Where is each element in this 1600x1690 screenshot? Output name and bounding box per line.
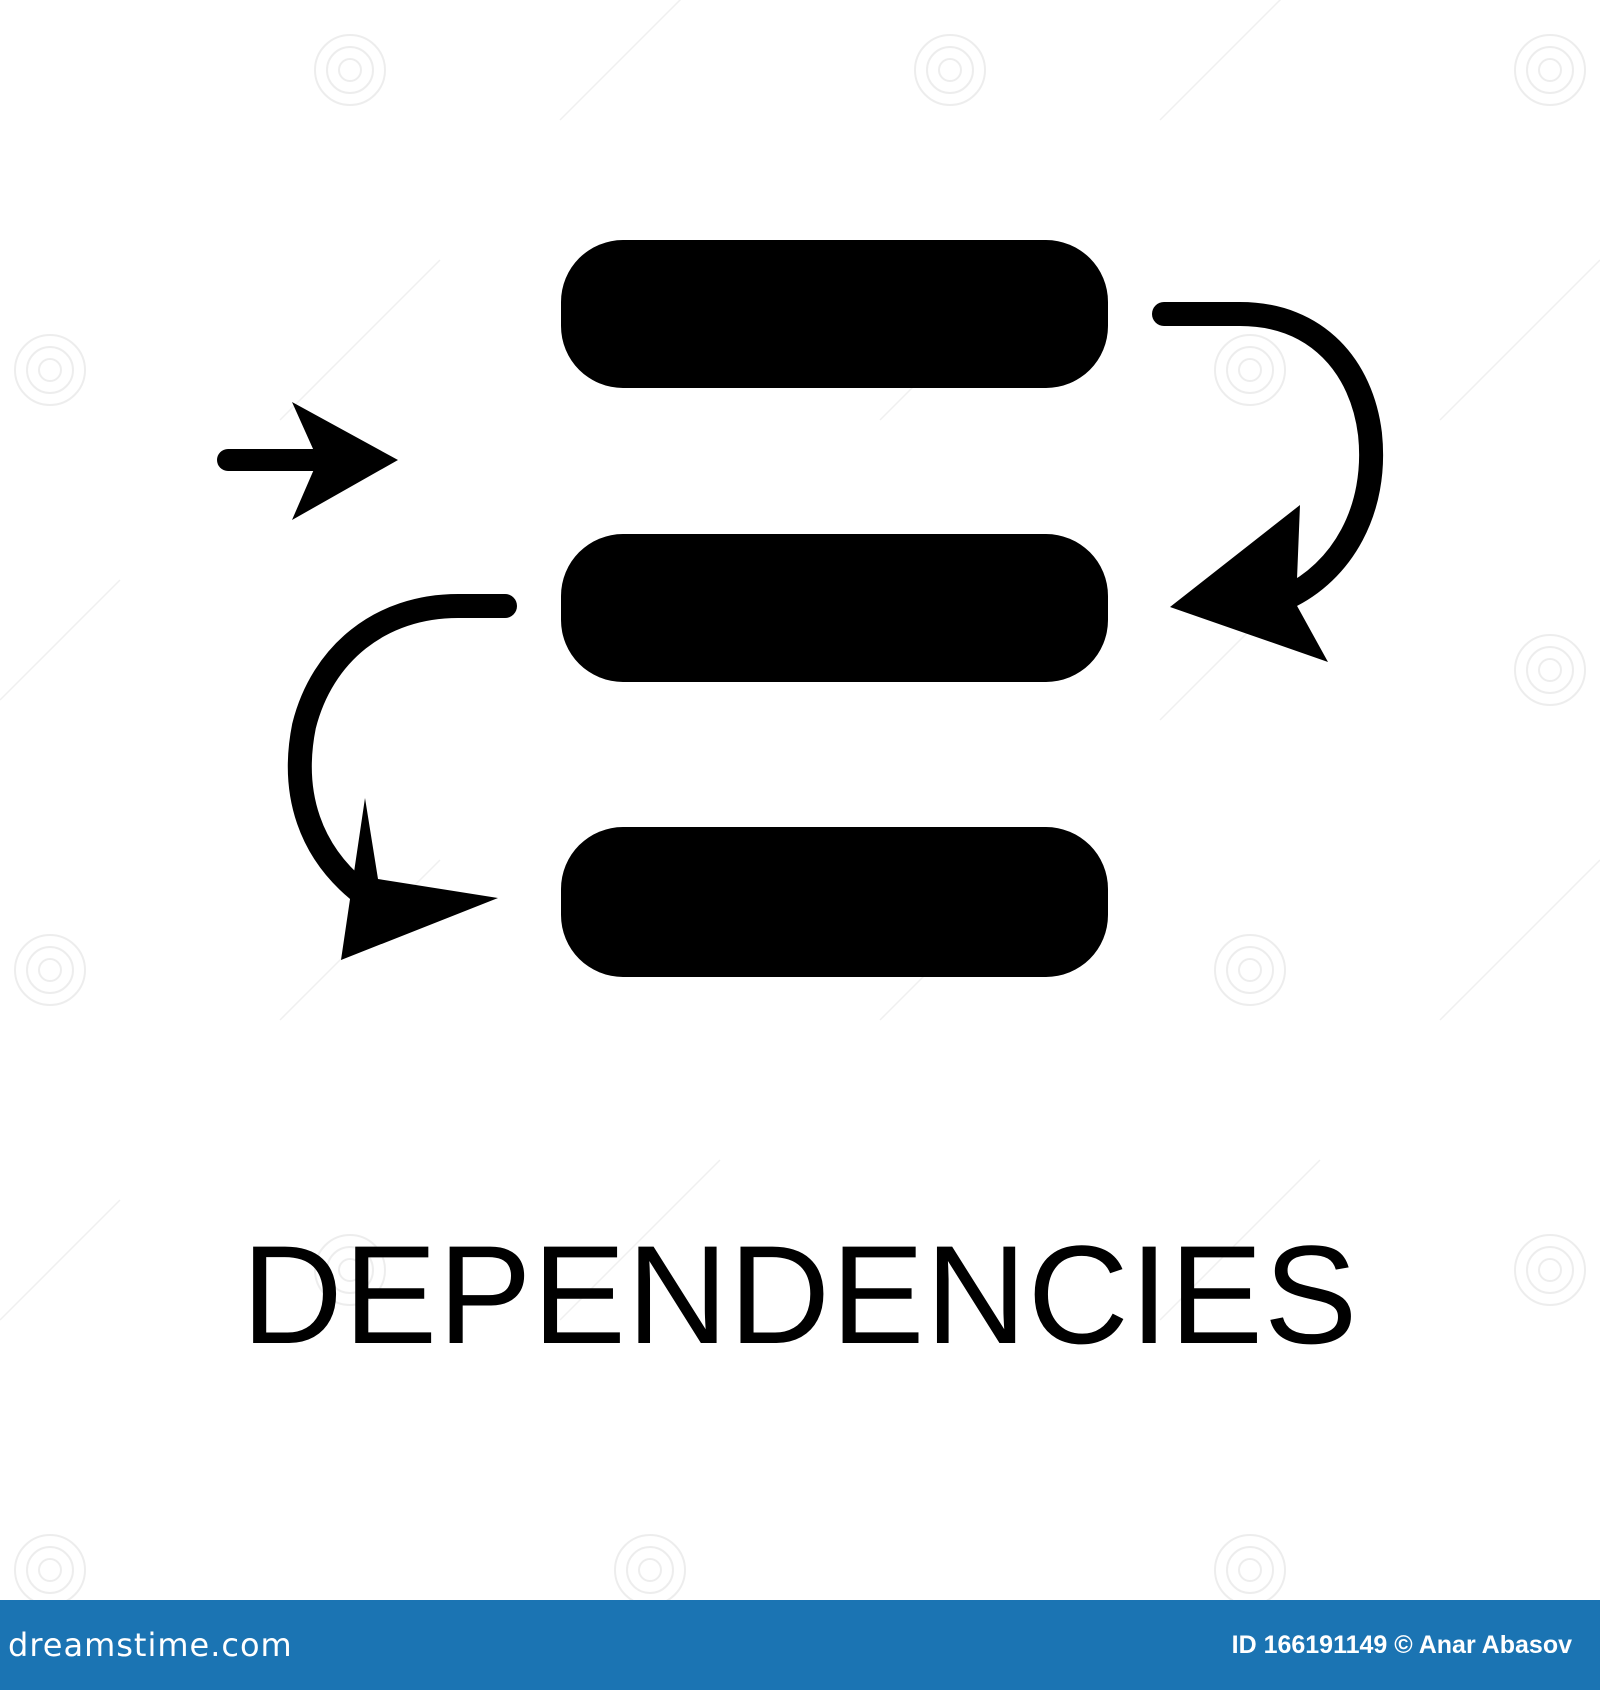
image-canvas: DEPENDENCIES bbox=[0, 0, 1600, 1600]
footer-credit: ID 166191149 © Anar Abasov bbox=[1231, 1630, 1572, 1659]
entry-arrow-icon bbox=[217, 402, 398, 520]
footer-bar: dreamstime.com ID 166191149 © Anar Abaso… bbox=[0, 1600, 1600, 1690]
dependency-block-bottom bbox=[561, 827, 1108, 977]
curved-arrow-left-icon bbox=[287, 594, 517, 960]
dependency-block-top bbox=[561, 240, 1108, 388]
curved-arrow-right-icon bbox=[1152, 302, 1384, 662]
dependency-block-middle bbox=[561, 534, 1108, 682]
dependencies-icon bbox=[217, 240, 1384, 977]
footer-brand: dreamstime.com bbox=[8, 1626, 293, 1664]
caption-title: DEPENDENCIES bbox=[241, 1216, 1359, 1373]
